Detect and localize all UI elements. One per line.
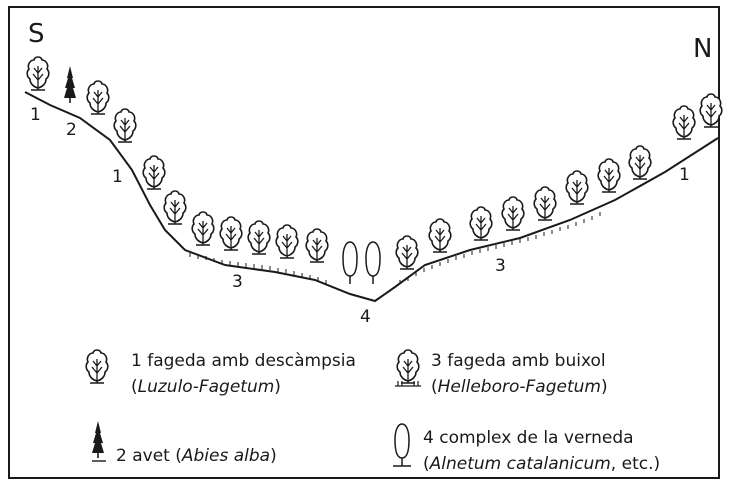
zone-label: 1 <box>30 105 41 125</box>
beech-trees-north-slope <box>395 93 723 270</box>
legend-icon-deciduous <box>85 349 109 384</box>
zone-label: 3 <box>495 256 506 276</box>
north-label: N <box>693 34 712 64</box>
alder-trees-valley <box>342 241 381 285</box>
legend-icon-fir <box>91 420 106 462</box>
legend-item-2: 2 avet (Abies alba) <box>116 446 277 466</box>
legend-item-3-latin: (Helleboro-Fagetum) <box>431 377 608 397</box>
terrain-profile-line <box>24 91 719 303</box>
zone-label: 1 <box>112 167 123 187</box>
ground-stipple <box>189 212 601 284</box>
zone-label: 3 <box>232 272 243 292</box>
legend-item-1: 1 fageda amb descàmpsia <box>131 351 356 371</box>
legend-item-1-latin: (Luzulo-Fagetum) <box>131 377 281 397</box>
zone-label: 1 <box>679 165 690 185</box>
legend-icon-deciduous-with-grass <box>395 349 421 387</box>
legend-item-4: 4 complex de la verneda <box>423 428 634 448</box>
south-label: S <box>28 19 45 49</box>
fir-tree-icon <box>63 65 77 104</box>
figure-frame <box>8 6 720 479</box>
legend-icon-alder <box>393 423 411 467</box>
zone-label: 2 <box>66 120 77 140</box>
legend-item-3: 3 fageda amb buixol <box>431 351 606 371</box>
legend-item-4-latin: (Alnetum catalanicum, etc.) <box>423 454 660 474</box>
zone-label: 4 <box>360 307 371 327</box>
